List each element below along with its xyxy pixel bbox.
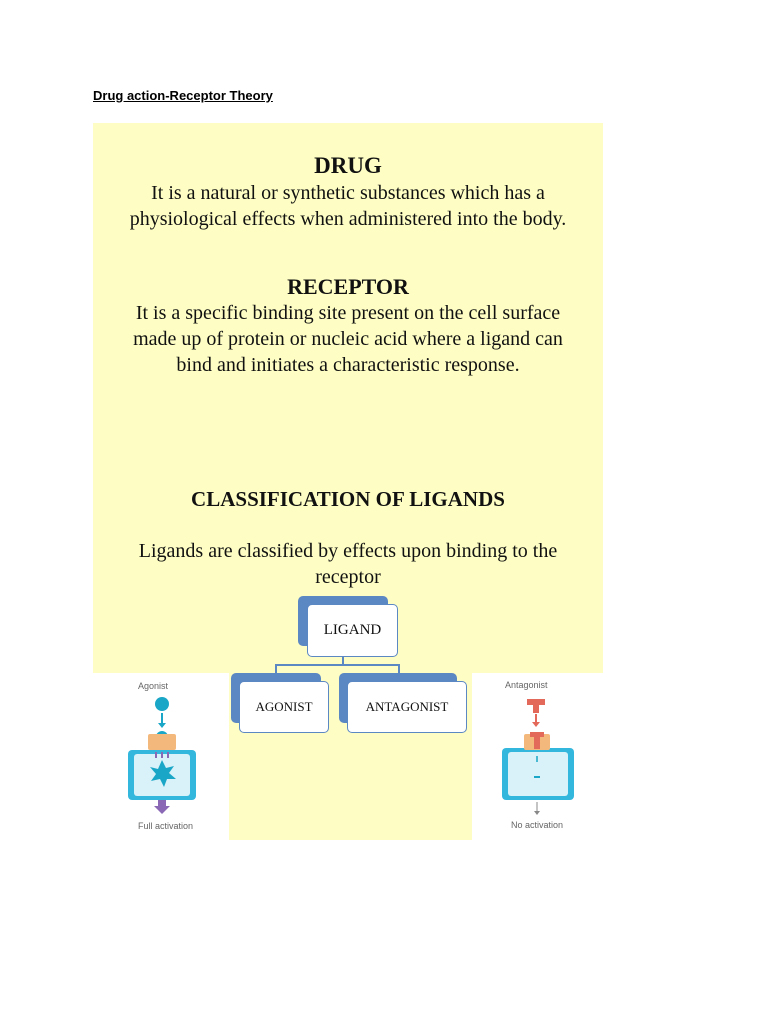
connector-right-drop bbox=[398, 664, 400, 674]
agonist-receptor-icon bbox=[128, 697, 196, 814]
yellow-panel bbox=[93, 123, 603, 673]
drug-definition-line-1: It is a natural or synthetic substances … bbox=[151, 182, 545, 204]
page-heading: Drug action-Receptor Theory bbox=[93, 88, 273, 103]
antagonist-label: ANTAGONIST bbox=[365, 699, 449, 714]
classification-title: CLASSIFICATION OF LIGANDS bbox=[191, 487, 505, 511]
receptor-definition-line-2: made up of protein or nucleic acid where… bbox=[133, 328, 563, 350]
receptor-definition-line-1: It is a specific binding site present on… bbox=[135, 302, 561, 324]
ligand-label: LIGAND bbox=[323, 622, 382, 638]
agonist-illustration-label: Agonist bbox=[138, 681, 169, 691]
drug-definition-line-2: physiological effects when administered … bbox=[129, 208, 567, 230]
classification-text-line-1: Ligands are classified by effects upon b… bbox=[138, 540, 558, 562]
agonist-box: AGONIST bbox=[239, 681, 329, 733]
antagonist-illustration-caption: No activation bbox=[511, 820, 564, 830]
drug-title: DRUG bbox=[314, 153, 382, 178]
antagonist-illustration-label: Antagonist bbox=[505, 680, 548, 690]
ligand-box: LIGAND bbox=[307, 604, 398, 657]
receptor-title: RECEPTOR bbox=[287, 274, 409, 299]
antagonist-receptor-icon bbox=[502, 699, 574, 815]
connector-left-drop bbox=[275, 664, 277, 674]
agonist-illustration-caption: Full activation bbox=[138, 821, 194, 831]
classification-text-line-2: receptor bbox=[315, 566, 381, 588]
agonist-label: AGONIST bbox=[255, 699, 313, 714]
connector-bar bbox=[275, 664, 399, 666]
receptor-definition-line-3: bind and initiates a characteristic resp… bbox=[176, 354, 520, 376]
connector-stem bbox=[342, 657, 344, 665]
antagonist-box: ANTAGONIST bbox=[347, 681, 467, 733]
